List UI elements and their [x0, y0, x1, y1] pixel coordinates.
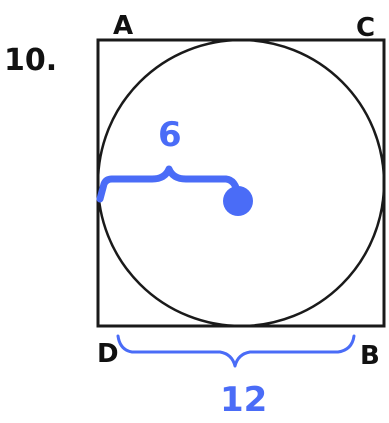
- vertex-label-d: D: [97, 339, 119, 369]
- vertex-label-a: A: [113, 11, 133, 41]
- vertex-label-c: C: [356, 13, 375, 43]
- vertex-label-b: B: [360, 341, 380, 371]
- square: [96, 38, 386, 328]
- side-length-label: 12: [220, 380, 267, 420]
- radius-brace: [96, 165, 242, 203]
- circle-center-point: [223, 186, 253, 216]
- radius-label: 6: [158, 115, 182, 155]
- inscribed-circle: [96, 38, 386, 328]
- side-brace: [116, 334, 356, 368]
- problem-number: 10.: [4, 43, 57, 78]
